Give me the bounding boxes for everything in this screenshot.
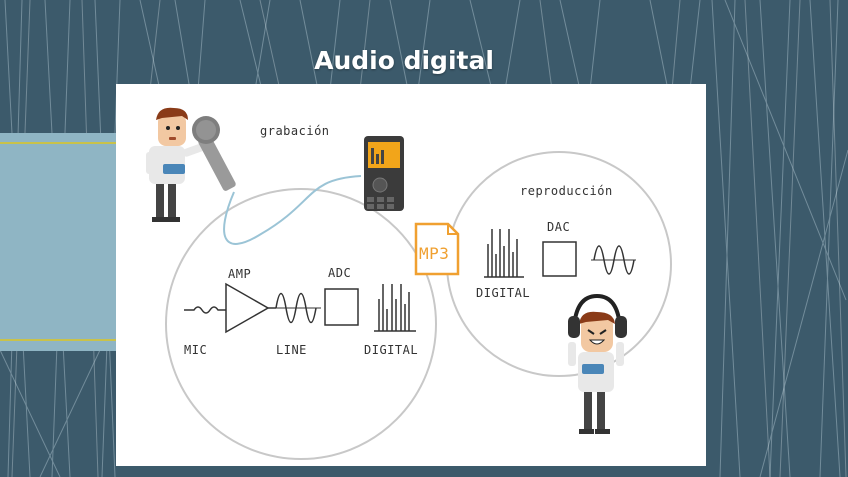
recording-circle [165, 188, 437, 460]
mp3-label: MP3 [419, 244, 450, 263]
playback-label: reproducción [520, 184, 613, 198]
listening-person [568, 293, 627, 434]
dac-label: DAC [547, 220, 571, 234]
adc-label: ADC [328, 266, 352, 280]
microphone-icon [192, 116, 236, 191]
slide-title: Audio digital [314, 46, 494, 75]
mp3-file-icon [414, 222, 460, 276]
audio-diagram [146, 107, 672, 460]
dac-box [542, 241, 577, 277]
amplifier-symbol [225, 282, 270, 334]
side-panel-bottom-rule [0, 339, 116, 341]
diagram-card: grabación reproducción MP3 MIC AMP LINE … [116, 84, 706, 466]
digital-label-rec: DIGITAL [364, 343, 419, 357]
amp-label: AMP [228, 267, 252, 281]
line-label: LINE [276, 343, 307, 357]
mic-cable [223, 175, 362, 245]
side-panel [0, 133, 116, 351]
mic-label: MIC [184, 343, 208, 357]
adc-box [324, 288, 359, 326]
mic-wave [184, 306, 226, 314]
digital-label-play: DIGITAL [476, 286, 531, 300]
recording-label: grabación [260, 124, 330, 138]
digital-signal-play [484, 229, 524, 278]
digital-signal-rec [374, 284, 416, 332]
recorder-device-icon [364, 136, 404, 211]
side-panel-top-rule [0, 142, 116, 144]
